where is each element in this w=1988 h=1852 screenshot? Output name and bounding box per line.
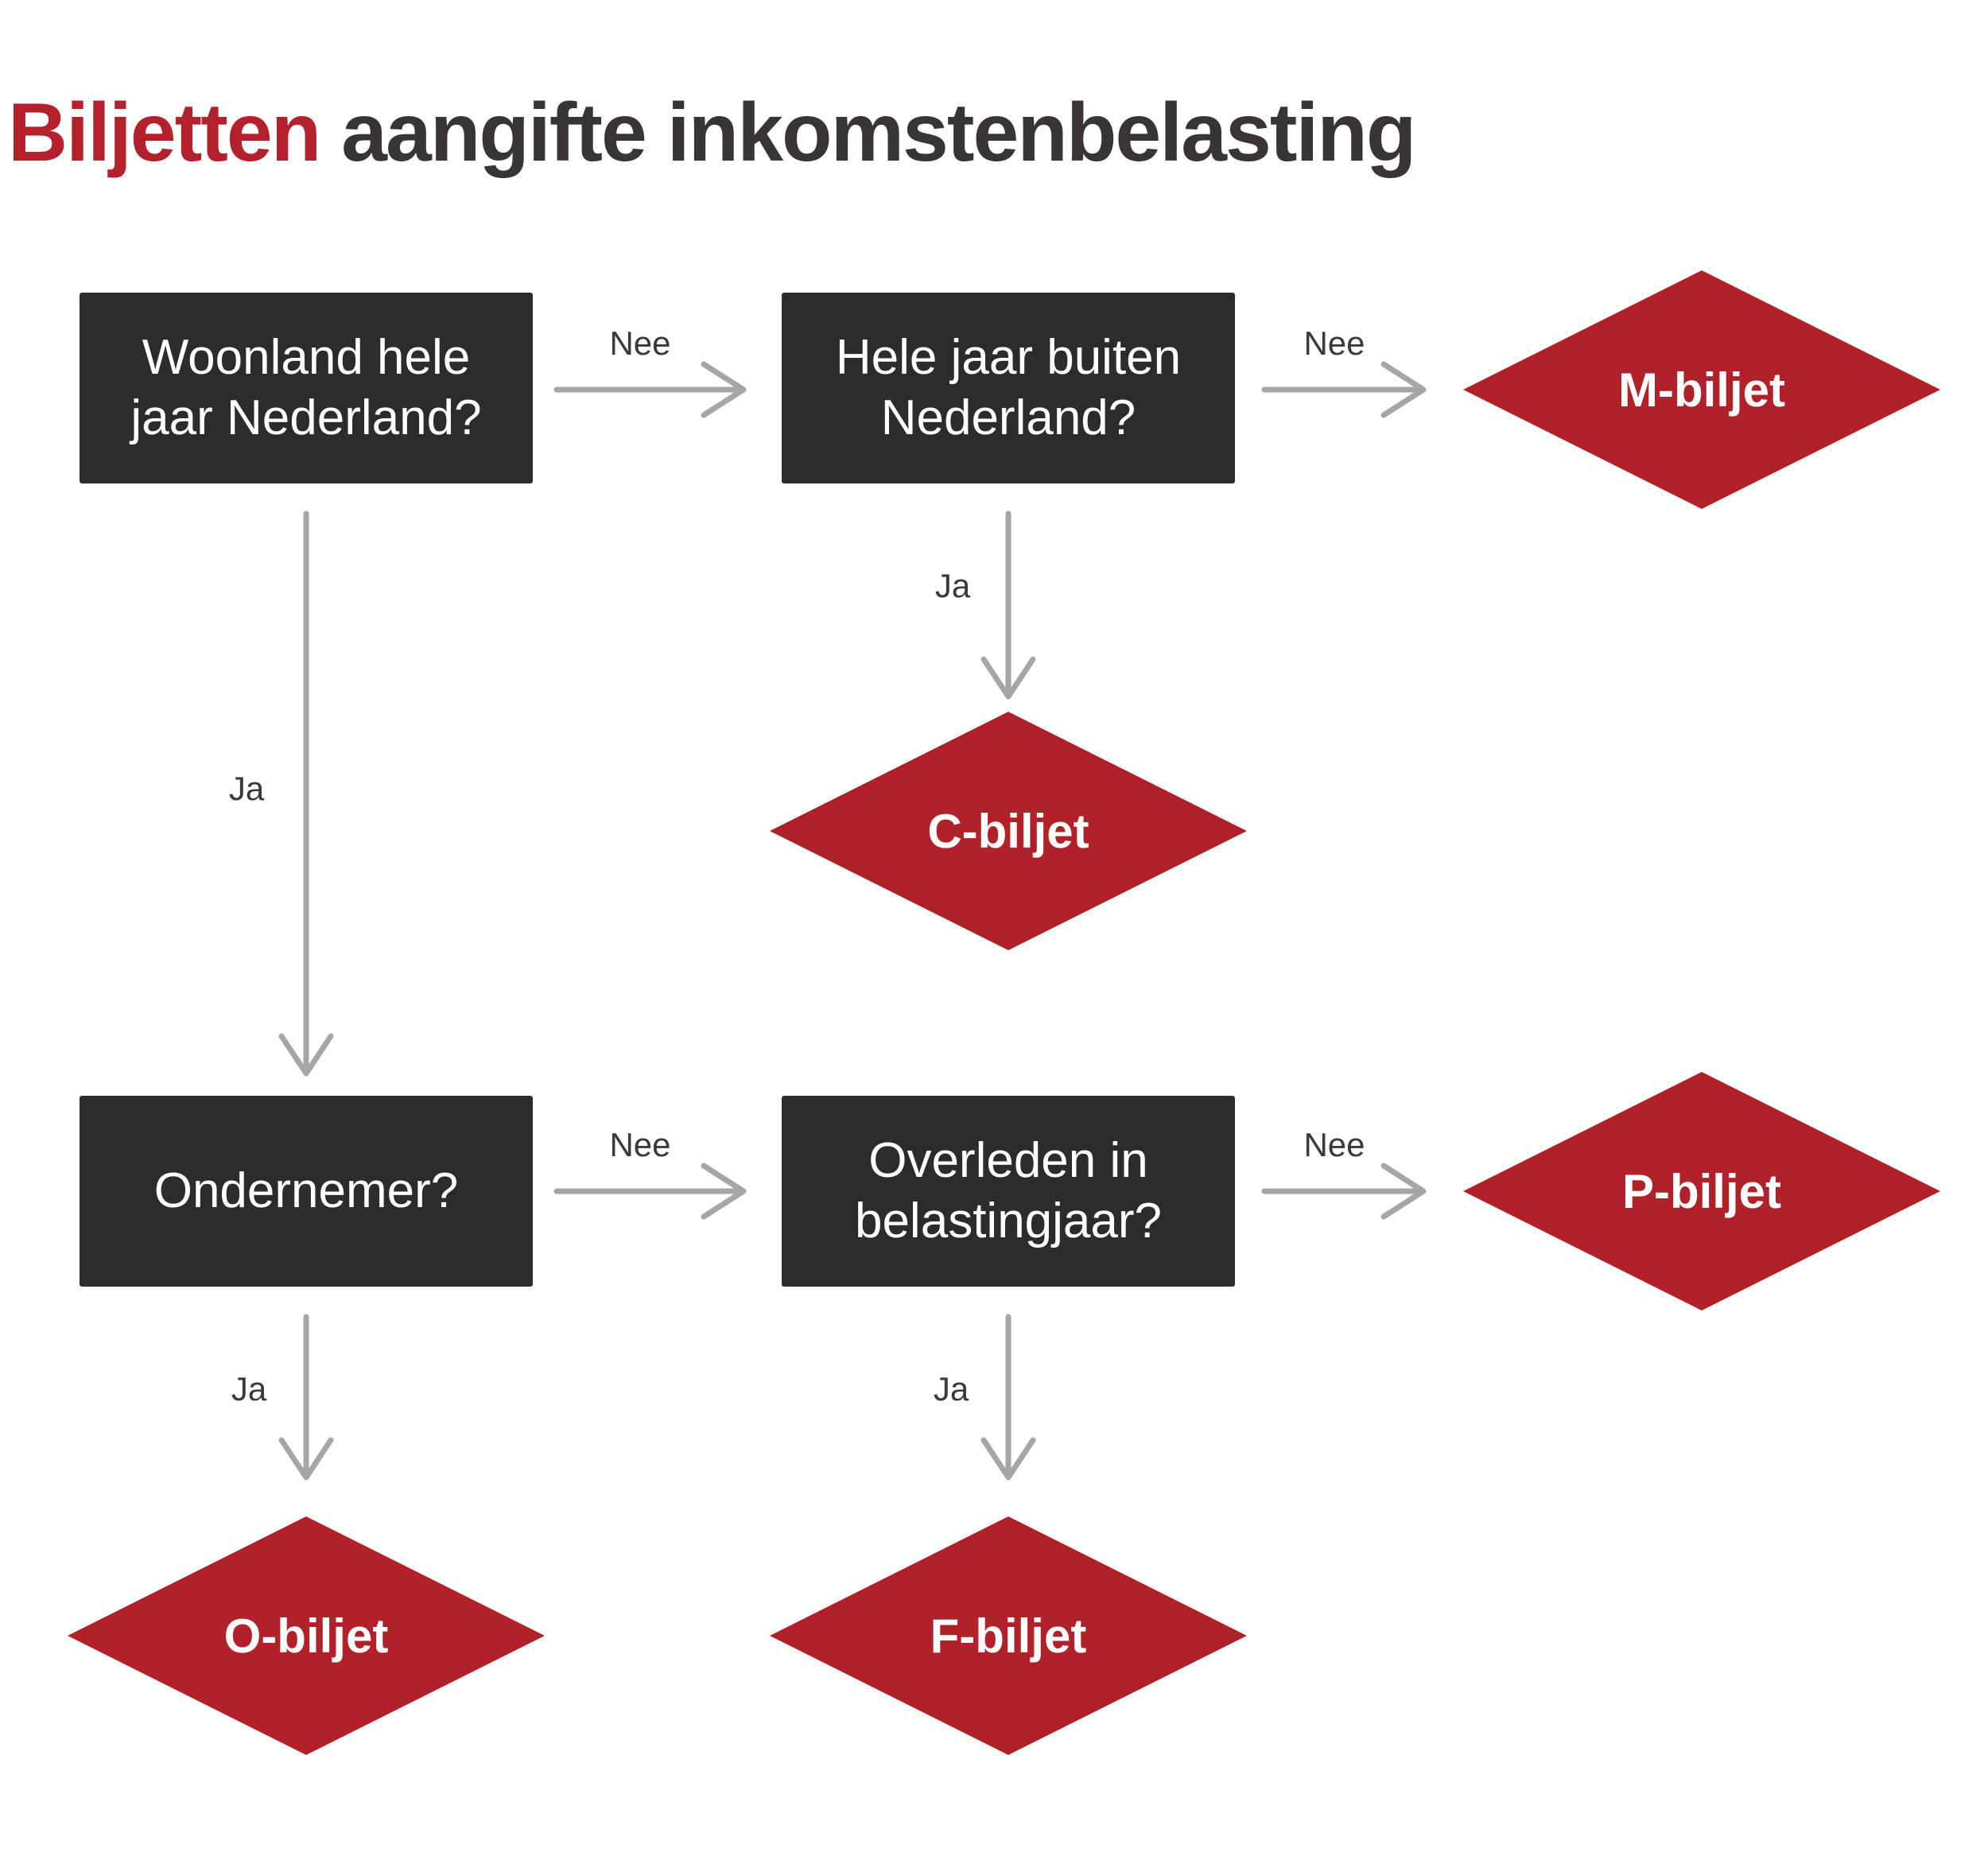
- arrow-buiten-ja-down: [980, 511, 1036, 700]
- node-label: M-biljet: [1618, 363, 1785, 417]
- node-question-buiten-nederland: Hele jaar buiten Nederland?: [782, 293, 1235, 483]
- node-question-overleden: Overleden in belastingjaar?: [782, 1096, 1235, 1287]
- node-result-m-biljet: M-biljet: [1463, 270, 1940, 509]
- edge-label-buiten-ja: Ja: [934, 567, 971, 604]
- node-label: P-biljet: [1621, 1164, 1781, 1218]
- edge-label-buiten-nee: Nee: [1303, 324, 1365, 362]
- node-label: C-biljet: [927, 804, 1089, 858]
- edge-label-ondernemer-nee: Nee: [609, 1126, 671, 1163]
- edge-label-woonland-nee: Nee: [609, 324, 671, 362]
- title-rest: aangifte inkomstenbelasting: [320, 87, 1416, 179]
- arrow-overleden-ja-down: [980, 1314, 1036, 1481]
- arrow-ondernemer-nee-right: [553, 1163, 747, 1220]
- node-label: F-biljet: [930, 1609, 1087, 1663]
- node-question-ondernemer: Ondernemer?: [80, 1096, 533, 1287]
- node-result-p-biljet: P-biljet: [1463, 1072, 1940, 1310]
- title-accent: Biljetten: [8, 87, 321, 179]
- arrow-ondernemer-ja-down: [278, 1314, 334, 1481]
- node-label: O-biljet: [223, 1609, 389, 1663]
- arrow-overleden-nee-right: [1261, 1163, 1427, 1220]
- node-question-woonland: Woonland hele jaar Nederland?: [80, 293, 533, 483]
- node-result-o-biljet: O-biljet: [68, 1516, 545, 1755]
- edge-label-overleden-nee: Nee: [1303, 1126, 1365, 1163]
- node-label: Overleden in belastingjaar?: [854, 1133, 1163, 1248]
- arrow-buiten-nee-right: [1261, 361, 1427, 418]
- node-result-f-biljet: F-biljet: [770, 1516, 1247, 1755]
- node-label: Woonland hele jaar Nederland?: [130, 330, 482, 445]
- node-result-c-biljet: C-biljet: [770, 712, 1247, 950]
- node-label: Hele jaar buiten Nederland?: [835, 330, 1182, 445]
- edge-label-overleden-ja: Ja: [933, 1370, 969, 1407]
- arrow-woonland-ja-down: [278, 511, 334, 1077]
- arrow-woonland-nee-right: [553, 361, 747, 418]
- page-title: Biljetten aangifte inkomstenbelasting: [8, 91, 1416, 174]
- edge-label-ondernemer-ja: Ja: [231, 1370, 267, 1407]
- edge-label-woonland-ja: Ja: [228, 770, 265, 807]
- node-label: Ondernemer?: [153, 1163, 459, 1218]
